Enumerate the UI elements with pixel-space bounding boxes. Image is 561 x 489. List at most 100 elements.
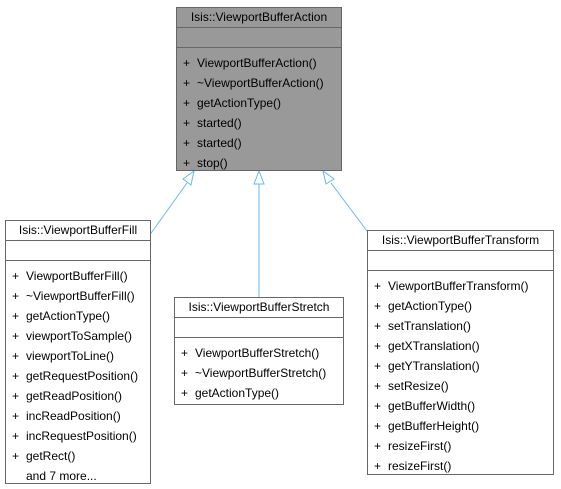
visibility-marker: + [374,399,382,413]
operation-item[interactable]: + resizeFirst() [368,456,553,476]
operation-item[interactable]: +ViewportBufferStretch() [175,343,343,363]
operation-item[interactable]: + getRequestPosition() [6,366,150,386]
visibility-marker: + [183,56,191,70]
operation-item[interactable]: + ViewportBufferAction() [177,53,341,73]
operation-name: ViewportBufferFill() [26,269,128,283]
visibility-marker: + [12,389,20,403]
operation-item[interactable]: +getActionType() [175,383,343,403]
operation-item[interactable]: + started() [177,133,341,153]
inheritance-arrowhead-fill [182,169,195,186]
operation-item[interactable]: + started() [177,113,341,133]
operation-name: ViewportBufferStretch() [195,346,320,360]
visibility-marker: + [374,319,382,333]
operation-item[interactable]: +stop() [177,153,341,173]
class-name: Isis::ViewportBufferStretch [175,298,343,318]
operation-item[interactable]: + getXTranslation() [368,336,553,356]
operation-name: ~ViewportBufferAction() [197,76,324,90]
operations-section: + ViewportBufferAction() + ~ViewportBufferA… [177,48,341,173]
class-box-viewport-buffer-fill[interactable]: Isis::ViewportBufferFill + ViewportBuffer… [5,220,151,484]
visibility-marker: + [183,76,191,90]
operation-item[interactable]: + ViewportBufferFill() [6,266,150,286]
visibility-marker: + [12,349,20,363]
operation-name: started() [197,116,242,130]
visibility-marker: + [12,429,20,443]
operation-name: viewportToSample() [26,329,133,343]
attributes-section [6,241,150,261]
visibility-marker: + [183,136,191,150]
operation-name: incReadPosition() [26,409,121,423]
class-box-viewport-buffer-stretch[interactable]: Isis::ViewportBufferStretch +ViewportBuf… [174,297,344,405]
operation-name: getReadPosition() [26,389,123,403]
operation-item[interactable]: +getBufferWidth() [368,396,553,416]
more-operations-link[interactable]: and 7 more... [26,469,97,483]
visibility-marker: + [374,379,382,393]
operation-name: ViewportBufferTransform() [388,279,529,293]
operation-item[interactable]: + getYTranslation() [368,356,553,376]
operation-item[interactable]: +getActionType() [177,93,341,113]
visibility-marker: + [12,409,20,423]
operation-item[interactable]: + getRect() [6,446,150,466]
operation-name: ~ViewportBufferStretch() [195,366,327,380]
operation-name: resizeFirst() [388,459,452,473]
operations-section: + ViewportBufferFill() + ~ViewportBufferFil… [6,261,150,486]
operation-item[interactable]: + ~ViewportBufferFill() [6,286,150,306]
operation-name: getYTranslation() [388,359,480,373]
visibility-marker: + [12,369,20,383]
operation-name: incRequestPosition() [26,429,137,443]
edge-transform-to-base [330,182,368,232]
visibility-marker: + [12,449,20,463]
visibility-marker: + [183,116,191,130]
class-name: Isis::ViewportBufferTransform [368,231,553,251]
operation-item[interactable]: + getReadPosition() [6,386,150,406]
operation-name: getXTranslation() [388,339,480,353]
visibility-marker: + [12,289,20,303]
operation-name: getRequestPosition() [26,369,139,383]
operation-item[interactable]: + setTranslation() [368,316,553,336]
operation-item[interactable]: + getBufferHeight() [368,416,553,436]
operation-item[interactable]: +viewportToLine() [6,346,150,366]
operation-item[interactable]: + ViewportBufferTransform() [368,276,553,296]
visibility-marker: + [12,309,20,323]
class-name: Isis::ViewportBufferFill [6,221,150,241]
edge-fill-to-base [148,182,188,237]
operation-item[interactable]: + setResize() [368,376,553,396]
visibility-marker: + [374,419,382,433]
visibility-marker: + [181,366,189,380]
visibility-marker: + [374,339,382,353]
visibility-marker: + [183,156,191,170]
operation-name: getBufferHeight() [388,419,480,433]
operation-item[interactable]: + ~ViewportBufferAction() [177,73,341,93]
inheritance-arrowhead-transform [322,169,335,185]
visibility-marker: + [374,459,382,473]
operation-item[interactable]: + getActionType() [6,306,150,326]
visibility-marker: + [12,269,20,283]
operation-name: getRect() [26,449,76,463]
operation-name: setTranslation() [388,319,471,333]
operation-item[interactable]: +viewportToSample() [6,326,150,346]
operations-section: +ViewportBufferStretch() + ~ViewportBuffer… [175,338,343,403]
operation-name: started() [197,136,242,150]
class-name: Isis::ViewportBufferAction [177,8,341,28]
class-box-viewport-buffer-action[interactable]: Isis::ViewportBufferAction + ViewportBuff… [176,7,342,171]
attributes-section [368,251,553,271]
visibility-marker: + [374,359,382,373]
operation-name: ~ViewportBufferFill() [26,289,135,303]
operation-item[interactable]: + ~ViewportBufferStretch() [175,363,343,383]
operation-item[interactable]: +resizeFirst() [368,436,553,456]
visibility-marker: + [374,279,382,293]
attributes-section [175,318,343,338]
operation-name: getActionType() [195,386,280,400]
visibility-marker: + [183,96,191,110]
inheritance-arrowhead-stretch [253,169,265,185]
operation-item[interactable]: + incReadPosition() [6,406,150,426]
class-box-viewport-buffer-transform[interactable]: Isis::ViewportBufferTransform + ViewportB… [367,230,554,475]
operation-name: ViewportBufferAction() [197,56,317,70]
operation-name: getActionType() [388,299,473,313]
operation-name: getActionType() [26,309,111,323]
attributes-section [177,28,341,48]
operation-name: resizeFirst() [388,439,452,453]
operation-item[interactable]: +getActionType() [368,296,553,316]
operation-item[interactable]: + incRequestPosition() [6,426,150,446]
operation-name: setResize() [388,379,449,393]
